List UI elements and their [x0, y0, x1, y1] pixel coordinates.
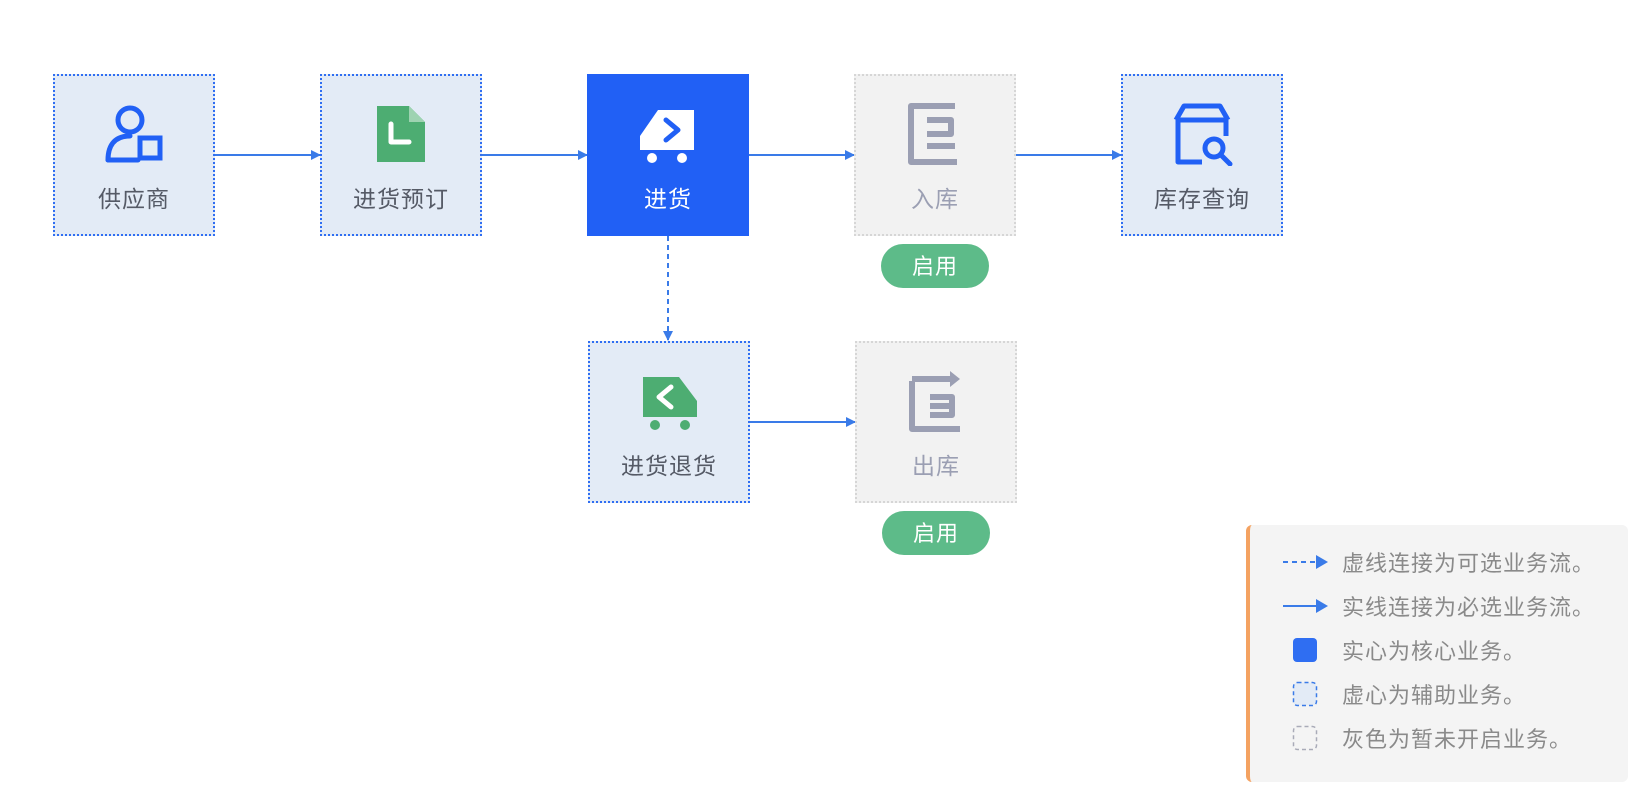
legend-text: 灰色为暂未开启业务。 [1342, 727, 1573, 752]
node-label: 供应商 [98, 186, 170, 212]
legend-panel: 虚线连接为可选业务流。 实线连接为必选业务流。 实心为核心业务。 [1246, 525, 1628, 782]
node-stock-out[interactable]: 出库 [855, 341, 1017, 503]
node-purchase[interactable]: 进货 [587, 74, 749, 236]
inbound-icon [903, 102, 967, 166]
dashed-square-blue-icon [1282, 681, 1328, 707]
legend-text: 实线连接为必选业务流。 [1342, 595, 1596, 620]
node-label: 进货退货 [621, 453, 717, 479]
legend-item-core: 实心为核心业务。 [1282, 635, 1526, 665]
node-inventory-query[interactable]: 库存查询 [1121, 74, 1283, 236]
legend-item-solid: 实线连接为必选业务流。 [1282, 591, 1595, 621]
cart-forward-icon [636, 102, 700, 166]
legend-text: 虚线连接为可选业务流。 [1342, 551, 1596, 576]
node-label: 出库 [912, 453, 960, 479]
outbound-icon [904, 369, 968, 433]
solid-square-icon [1282, 638, 1328, 662]
solid-arrow-icon [1282, 594, 1328, 618]
dashed-arrow-icon [1282, 550, 1328, 574]
node-label: 库存查询 [1154, 186, 1250, 212]
node-label: 进货预订 [353, 186, 449, 212]
node-purchase-return[interactable]: 进货退货 [588, 341, 750, 503]
dashed-square-gray-icon [1282, 725, 1328, 751]
node-label: 进货 [644, 186, 692, 212]
legend-text: 实心为核心业务。 [1342, 639, 1527, 664]
node-supplier[interactable]: 供应商 [53, 74, 215, 236]
legend-item-disabled: 灰色为暂未开启业务。 [1282, 723, 1572, 753]
node-stock-in[interactable]: 入库 [854, 74, 1016, 236]
cart-return-icon [637, 369, 701, 433]
document-icon [369, 102, 433, 166]
node-label: 入库 [911, 186, 959, 212]
legend-text: 虚心为辅助业务。 [1342, 683, 1527, 708]
user-building-icon [102, 102, 166, 166]
enable-stock-in-button[interactable]: 启用 [881, 244, 989, 288]
node-purchase-order[interactable]: 进货预订 [320, 74, 482, 236]
legend-item-dashed: 虚线连接为可选业务流。 [1282, 547, 1595, 577]
enable-stock-out-button[interactable]: 启用 [882, 511, 990, 555]
legend-item-auxiliary: 虚心为辅助业务。 [1282, 679, 1526, 709]
store-search-icon [1170, 102, 1234, 166]
